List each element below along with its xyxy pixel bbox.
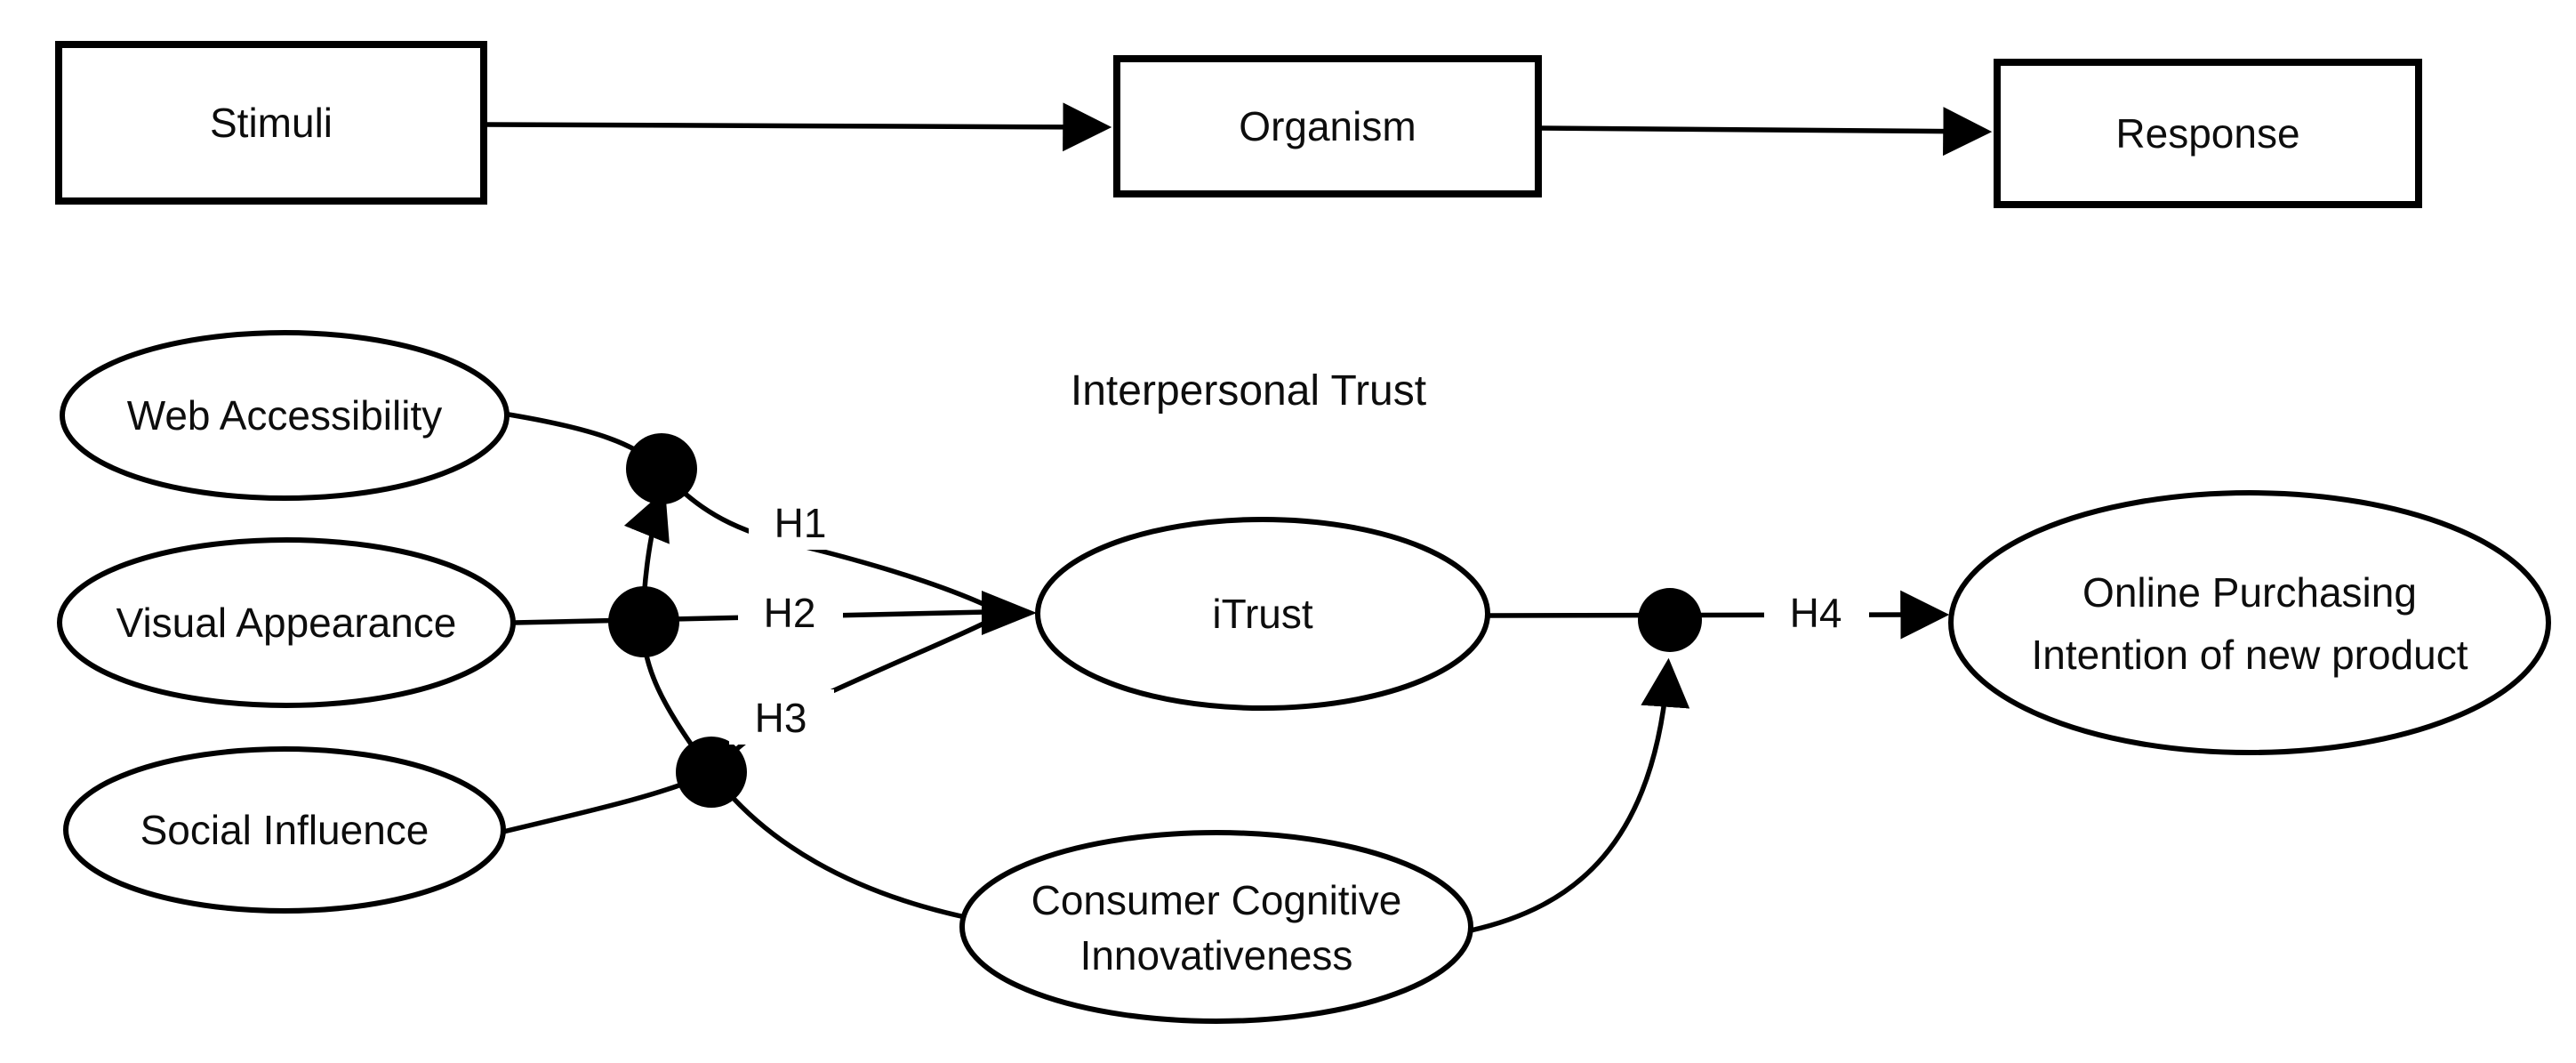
hypothesis-labels: H1 H2 H3 H4 [729, 495, 1869, 745]
cci-moderation-curve-to-h4 [1470, 657, 1690, 933]
h1-label-background [749, 495, 854, 550]
h4-label: H4 [1790, 590, 1842, 636]
consumer-cognitive-innovativeness-label-line2: Innovativeness [1080, 932, 1353, 978]
h1-path-web-accessibility-to-itrust [502, 411, 987, 608]
visual-appearance-node: Visual Appearance [57, 537, 516, 708]
sor-framework-row: Stimuli Organism Response [55, 41, 2422, 208]
itrust-ellipse [1035, 517, 1490, 711]
visual-appearance-label: Visual Appearance [116, 600, 457, 646]
organism-box-label: Organism [1239, 103, 1416, 149]
itrust-node: iTrust [1035, 517, 1490, 711]
itrust-label: iTrust [1212, 591, 1313, 637]
h3-label: H3 [755, 695, 807, 741]
consumer-cognitive-innovativeness-ellipse [959, 830, 1473, 1024]
online-purchasing-intention-ellipse [1948, 490, 2551, 755]
online-purchasing-intention-label-line2: Intention of new product [2032, 632, 2468, 678]
construct-nodes: Web Accessibility Visual Appearance Soci… [57, 330, 2551, 1024]
organism-to-response-arrow [1539, 107, 1993, 157]
web-accessibility-node: Web Accessibility [60, 330, 510, 501]
consumer-cognitive-innovativeness-label-line1: Consumer Cognitive [1031, 877, 1402, 923]
junction-dot-h1 [626, 433, 697, 504]
online-purchasing-intention-label-line1: Online Purchasing [2082, 569, 2417, 616]
junction-dot-h4 [1638, 588, 1702, 652]
response-box-label: Response [2115, 110, 2299, 157]
moderation-junction-dots [608, 433, 1702, 808]
stimuli-to-organism-arrow [485, 102, 1112, 152]
cci-moderation-arc-to-stimuli-paths [623, 489, 970, 921]
stimuli-box [55, 41, 487, 205]
web-accessibility-label: Web Accessibility [127, 392, 443, 439]
h2-label-background [738, 584, 843, 640]
stimuli-box-label: Stimuli [210, 100, 333, 146]
visual-appearance-ellipse [57, 537, 516, 708]
social-influence-node: Social Influence [63, 746, 506, 914]
junction-dot-h3 [676, 737, 747, 808]
social-influence-ellipse [63, 746, 506, 914]
online-purchasing-intention-node: Online Purchasing Intention of new produ… [1948, 490, 2551, 755]
h2-label: H2 [764, 590, 816, 636]
itrust-converging-arrowhead [982, 591, 1037, 635]
response-box [1994, 59, 2422, 208]
web-accessibility-ellipse [60, 330, 510, 501]
h4-label-background [1764, 584, 1869, 640]
h3-label-background [729, 689, 834, 745]
interpersonal-trust-heading: Interpersonal Trust [1071, 367, 1426, 415]
social-influence-label: Social Influence [140, 807, 429, 853]
h1-label: H1 [774, 500, 827, 546]
junction-dot-h2 [608, 586, 679, 657]
h4-path-itrust-to-purchase-intention [1488, 590, 1950, 640]
organism-box [1113, 55, 1542, 197]
consumer-cognitive-innovativeness-node: Consumer Cognitive Innovativeness [959, 830, 1473, 1024]
